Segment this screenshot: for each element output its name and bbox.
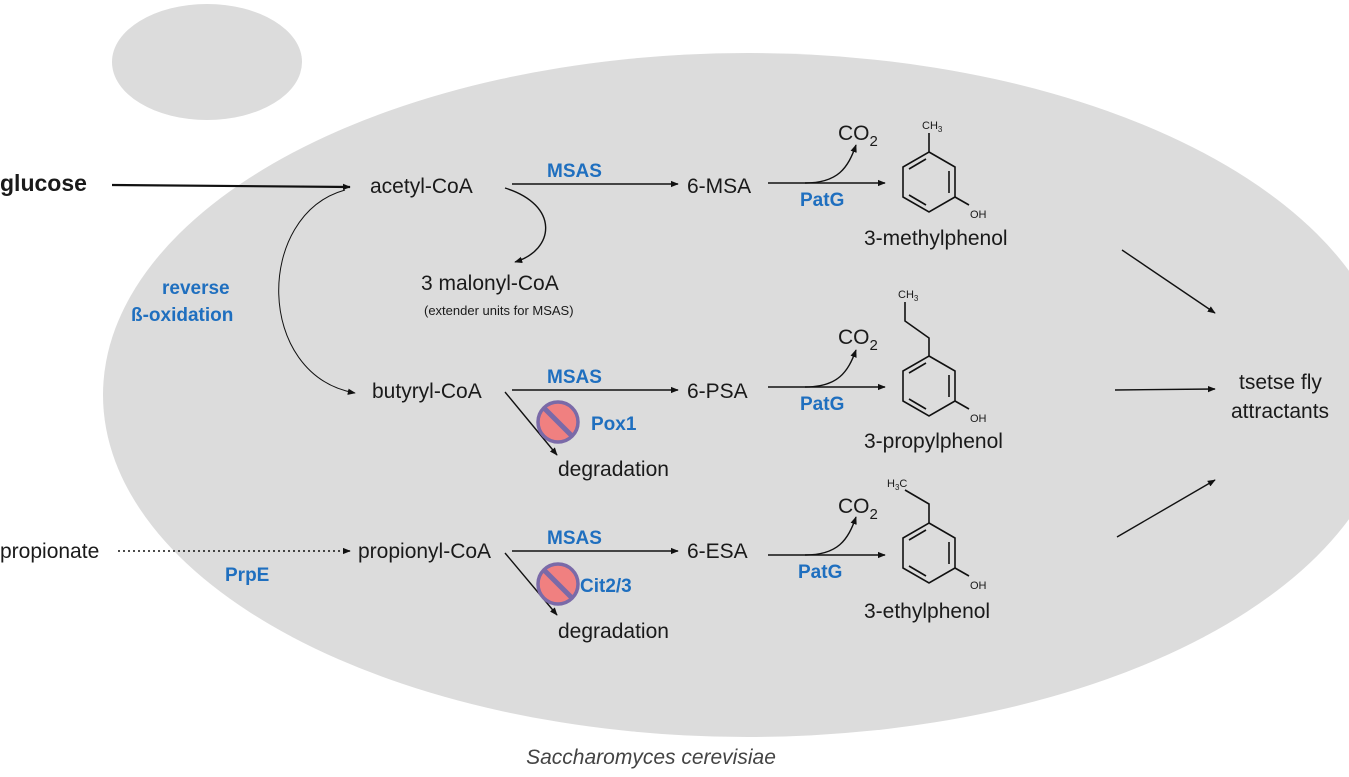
patg-label-1: PatG [800,190,844,211]
cell-body [103,53,1349,737]
output-line-1: tsetse fly [1239,371,1322,394]
acetyl-coa-label: acetyl-CoA [370,175,473,198]
pox1-label: Pox1 [591,414,637,435]
6-psa-label: 6-PSA [687,380,748,403]
block-symbol-cit23 [536,562,580,606]
degradation-label-1: degradation [558,458,669,481]
glucose-label: glucose [0,170,87,196]
methylphenol-label: 3-methylphenol [864,227,1008,250]
yeast-cell [103,4,1349,737]
propylphenol-structure: CH3 OH [898,289,987,425]
oh-label: OH [970,413,987,425]
propionate-label: propionate [0,540,99,563]
propionyl-coa-label: propionyl-CoA [358,540,491,563]
ch3-label: CH3 [898,289,919,303]
prpe-label: PrpE [225,565,269,586]
ethylphenol-structure: H3C OH [887,478,987,592]
6-esa-label: 6-ESA [687,540,748,563]
oh-label: OH [970,209,987,221]
co2-label-2: CO2 [838,326,878,354]
oh-label: OH [970,580,987,592]
ethylphenol-label: 3-ethylphenol [864,600,990,623]
msas-label-3: MSAS [547,528,602,549]
6-msa-label: 6-MSA [687,175,751,198]
co2-label-3: CO2 [838,495,878,523]
output-arrow-top [1121,249,1216,314]
co2-arrow-2 [804,349,857,388]
block-symbol-pox1 [536,400,580,444]
patg-label-3: PatG [798,562,842,583]
msas-label-1: MSAS [547,161,602,182]
beta-oxidation-label: ß-oxidation [131,305,233,326]
propylphenol-label: 3-propylphenol [864,430,1003,453]
reverse-oxidation-arrow [278,189,356,395]
output-arrow-bottom [1116,479,1216,538]
methylphenol-structure: CH3 OH [902,120,987,221]
output-arrow-middle [1114,385,1216,393]
degradation-label-2: degradation [558,620,669,643]
co2-arrow-1 [804,144,857,184]
reverse-label: reverse [162,278,230,299]
msas-label-2: MSAS [547,367,602,388]
degradation-arrow-2 [504,552,558,616]
glucose-arrow [111,183,351,191]
cell-bud [112,4,302,120]
block-bar [542,568,574,600]
butyryl-coa-label: butyryl-CoA [372,380,482,403]
block-bar [542,406,574,438]
degradation-arrow-1 [504,391,558,456]
h3c-label: H3C [887,478,907,492]
malonyl-coa-label: 3 malonyl-CoA [421,272,559,295]
malonyl-arrow [504,187,547,263]
reaction-arrows [111,144,1216,616]
cit23-label: Cit2/3 [580,576,632,597]
output-line-2: attractants [1231,400,1329,423]
organism-caption: Saccharomyces cerevisiae [526,746,776,769]
patg-label-2: PatG [800,394,844,415]
malonyl-note: (extender units for MSAS) [424,303,574,318]
co2-arrow-3 [804,516,857,556]
ch3-label: CH3 [922,120,943,134]
co2-label-1: CO2 [838,122,878,150]
